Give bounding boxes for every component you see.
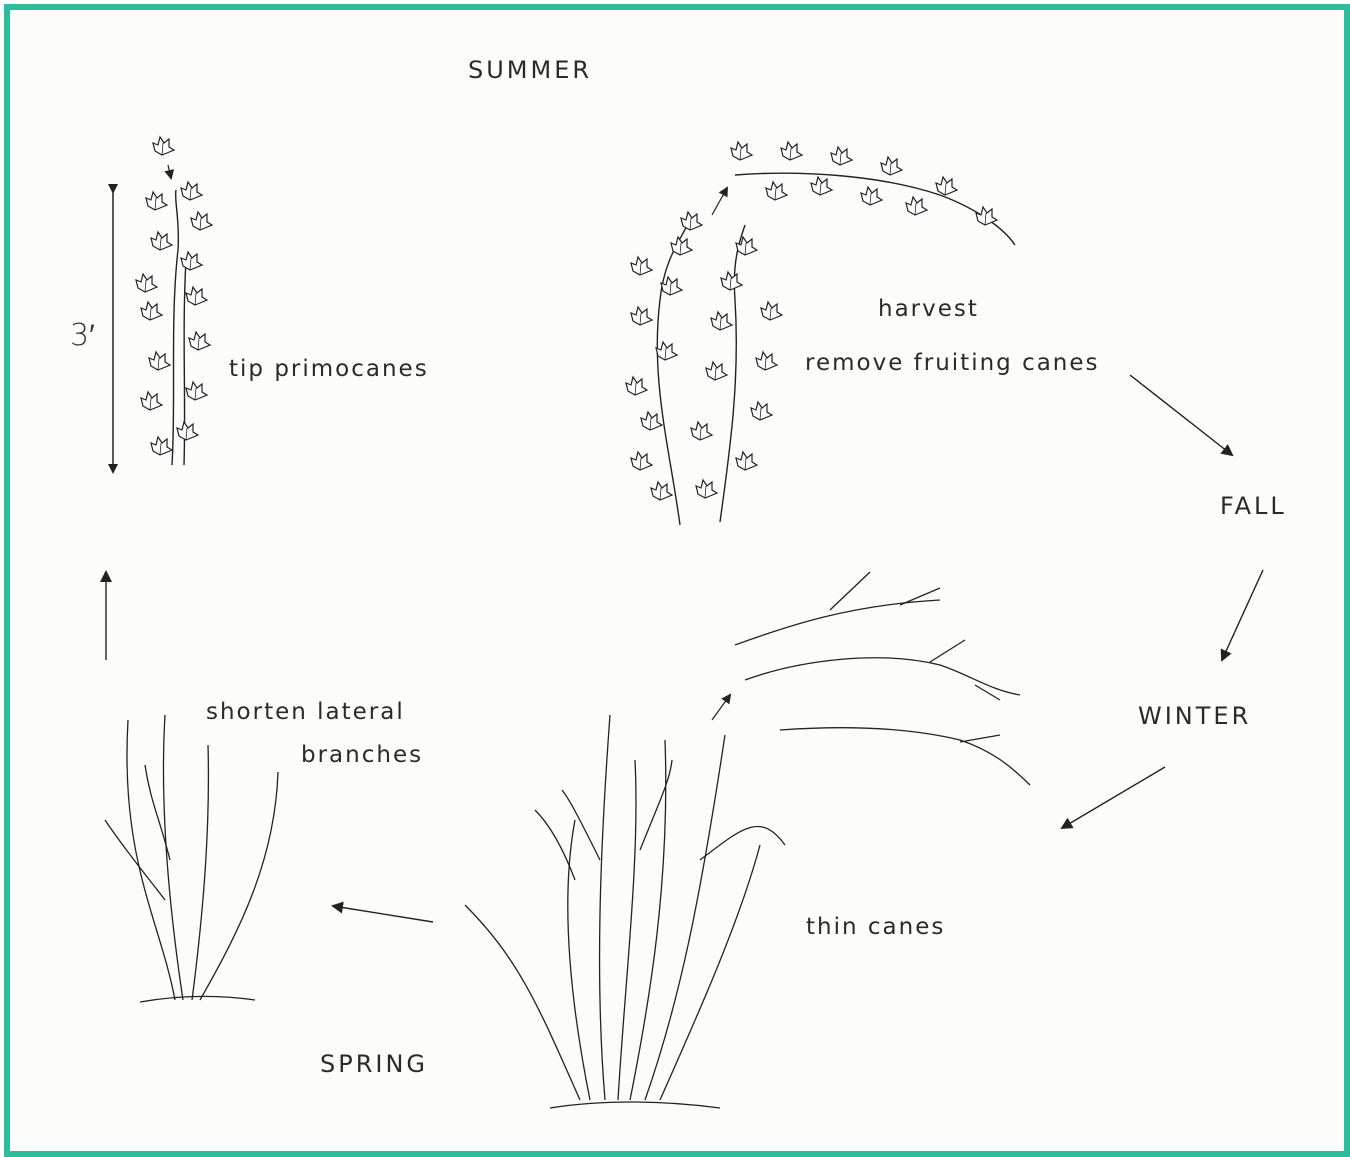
arrow-thin-to-spring [333, 906, 433, 922]
removed-canes [712, 572, 1030, 785]
note-shorten-lateral: shorten lateral [206, 699, 405, 725]
note-tip-primocanes: tip primocanes [229, 356, 429, 382]
note-thin-canes: thin canes [806, 914, 945, 940]
pruned-bush [105, 715, 278, 1002]
season-summer: SUMMER [468, 56, 592, 84]
season-spring: SPRING [320, 1050, 428, 1078]
season-fall: FALL [1220, 492, 1287, 520]
note-remove-fruiting-canes: remove fruiting canes [805, 350, 1100, 376]
arrow-summer-to-fall [1130, 375, 1232, 455]
season-winter: WINTER [1138, 702, 1251, 730]
note-harvest: harvest [878, 296, 979, 322]
primocane-plant [136, 137, 212, 465]
arrow-winter-to-thin [1062, 767, 1165, 828]
height-label: 3′ [70, 318, 95, 353]
fruiting-cane-plant [626, 142, 1015, 525]
note-branches: branches [301, 742, 423, 768]
cycle-arrows [106, 375, 1263, 922]
arrow-fall-to-winter [1222, 570, 1263, 660]
unthinned-bush [465, 715, 785, 1108]
